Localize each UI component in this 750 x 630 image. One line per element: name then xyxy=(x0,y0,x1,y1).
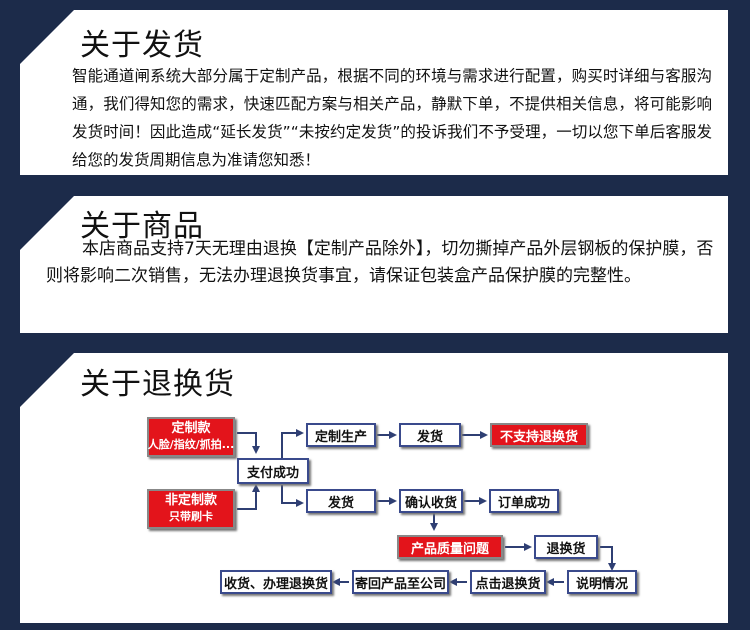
panel-corner-decoration xyxy=(20,196,74,250)
custom-model-box: 定制款 人脸/指纹/抓拍... xyxy=(147,417,235,457)
no-return-box: 不支持退换货 xyxy=(490,423,588,447)
product-body: 本店商品支持7天无理由退换【定制产品除外】，切勿撕掉产品外层钢板的保护膜，否则将… xyxy=(46,239,714,286)
receive-process-box: 收货、办理退换货 xyxy=(220,570,332,594)
quality-issue-box: 产品质量问题 xyxy=(397,535,503,559)
flow-arrow xyxy=(281,429,304,458)
custom-model-sub: 人脸/指纹/抓拍... xyxy=(147,438,235,451)
return-exchange-box: 退换货 xyxy=(534,535,598,559)
ship-box-1: 发货 xyxy=(399,423,461,447)
send-back-box: 寄回产品至公司 xyxy=(352,570,449,594)
returns-panel: 关于退换货 xyxy=(20,353,728,623)
click-return-box: 点击退换货 xyxy=(470,570,546,594)
product-panel: 关于商品 本店商品支持7天无理由退换【定制产品除外】，切勿撕掉产品外层钢板的保护… xyxy=(20,196,728,333)
noncustom-model-sub: 只带刷卡 xyxy=(169,510,213,523)
flow-arrow xyxy=(237,432,260,454)
panel-corner-decoration xyxy=(20,353,74,407)
custom-production-box: 定制生产 xyxy=(306,423,376,447)
panel-corner-decoration xyxy=(20,10,74,64)
returns-title: 关于退换货 xyxy=(80,367,235,402)
shipping-title: 关于发货 xyxy=(80,28,204,63)
noncustom-model-box: 非定制款 只带刷卡 xyxy=(147,489,235,529)
shipping-panel: 关于发货 智能通道闸系统大部分属于定制产品，根据不同的环境与需求进行配置，购买时… xyxy=(20,10,728,175)
flow-connectors xyxy=(237,429,616,586)
confirm-receipt-box: 确认收货 xyxy=(399,489,463,513)
flow-arrow xyxy=(237,484,260,510)
explain-situation-box: 说明情况 xyxy=(567,570,637,594)
product-title: 关于商品 xyxy=(80,209,204,244)
pay-success-box: 支付成功 xyxy=(237,458,309,484)
noncustom-model-title: 非定制款 xyxy=(164,493,217,508)
custom-model-title: 定制款 xyxy=(171,421,211,436)
ship-box-2: 发货 xyxy=(306,489,376,513)
flow-arrow xyxy=(600,546,616,571)
flow-arrow xyxy=(281,485,304,507)
order-success-box: 订单成功 xyxy=(489,489,559,513)
shipping-body: 智能通道闸系统大部分属于定制产品，根据不同的环境与需求进行配置，购买时详细与客服… xyxy=(72,67,712,169)
